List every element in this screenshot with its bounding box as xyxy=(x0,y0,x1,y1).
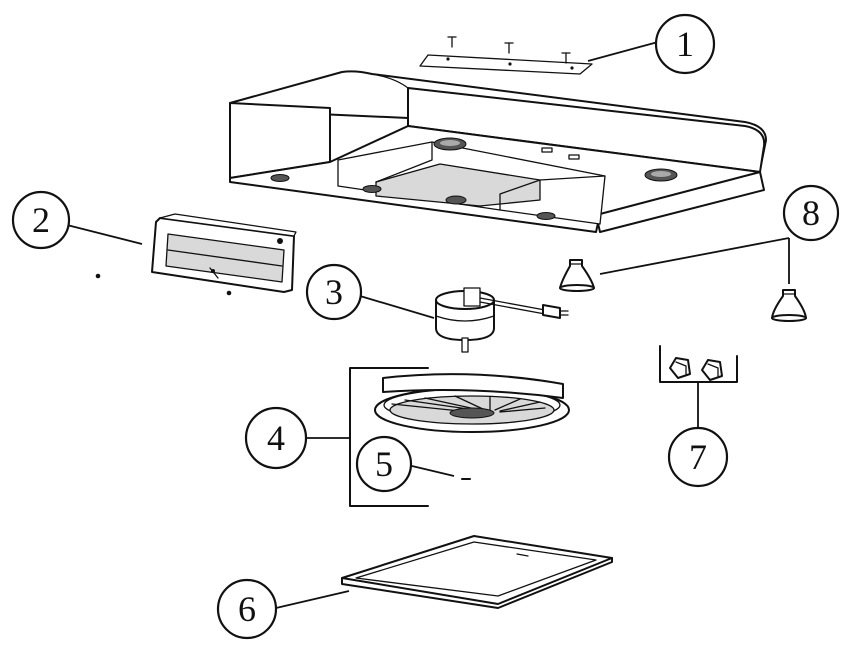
switch-knob xyxy=(701,359,723,381)
motor-part xyxy=(435,287,569,353)
switch-knobs-part xyxy=(659,345,738,383)
range-hood-body xyxy=(229,70,767,233)
light-bulb xyxy=(559,259,595,292)
mounting-screw xyxy=(504,42,514,54)
callout-8: 8 xyxy=(782,184,840,242)
callout-2: 2 xyxy=(11,190,71,250)
callout-1: 1 xyxy=(654,13,716,75)
leader-line-3 xyxy=(359,295,435,319)
screw-dot xyxy=(226,290,232,296)
callout-number: 6 xyxy=(238,589,256,629)
callout-number: 5 xyxy=(375,444,393,484)
callout-number: 7 xyxy=(689,437,707,477)
switch-knob xyxy=(669,357,691,379)
callout-6: 6 xyxy=(216,578,278,640)
callout-number: 4 xyxy=(267,418,285,458)
grease-filter-part xyxy=(341,535,613,609)
leader-line-5 xyxy=(411,465,455,477)
leader-line-1 xyxy=(587,41,659,62)
callout-4: 4 xyxy=(244,406,308,470)
callout-number: 8 xyxy=(802,193,820,233)
callout-number: 2 xyxy=(32,200,50,240)
callout-number: 3 xyxy=(325,272,343,312)
callout-3: 3 xyxy=(305,263,363,321)
leader-line-8a xyxy=(599,237,790,275)
callout-7: 7 xyxy=(667,426,729,488)
damper-assembly-part xyxy=(95,213,297,296)
callout-number: 1 xyxy=(676,24,694,64)
mounting-plate-part xyxy=(419,36,593,75)
light-bulb xyxy=(771,289,807,322)
fan-wheel-part xyxy=(349,367,570,507)
mounting-screw xyxy=(561,52,571,64)
leader-line-6 xyxy=(275,590,350,609)
screw-dot xyxy=(95,273,101,279)
callout-5: 5 xyxy=(355,435,413,493)
mounting-screw xyxy=(447,36,457,48)
leader-line-2 xyxy=(66,224,143,245)
